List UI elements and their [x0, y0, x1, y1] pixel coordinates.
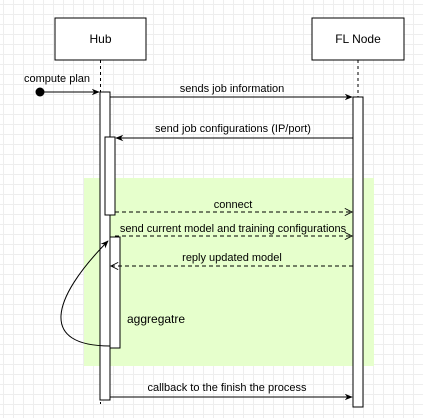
message-callback-label: callback to the finish the process [148, 382, 307, 394]
participant-hub[interactable]: Hub [54, 17, 147, 61]
highlight-region [84, 178, 374, 366]
aggregate-self-loop[interactable]: aggregatre [60, 240, 185, 347]
participant-fl-node[interactable]: FL Node [311, 17, 405, 61]
participant-fl-node-label: FL Node [335, 32, 381, 46]
message-send-model[interactable]: send current model and training configur… [115, 223, 352, 236]
message-reply-model-label: reply updated model [182, 252, 282, 264]
message-compute-plan[interactable]: compute plan [24, 73, 100, 97]
message-compute-plan-label: compute plan [24, 73, 90, 85]
participant-hub-label: Hub [89, 32, 111, 46]
message-send-job-configurations-label: send job configurations (IP/port) [155, 123, 311, 135]
fl-node-activation [352, 96, 364, 408]
message-send-job-configurations[interactable]: send job configurations (IP/port) [115, 123, 353, 142]
message-send-model-label: send current model and training configur… [120, 223, 347, 235]
message-connect[interactable]: connect [115, 199, 352, 212]
message-callback[interactable]: callback to the finish the process [110, 382, 353, 401]
aggregate-label: aggregatre [127, 312, 185, 326]
message-reply-model[interactable]: reply updated model [111, 252, 353, 266]
hub-config-activation [104, 136, 116, 216]
message-connect-label: connect [214, 199, 253, 211]
message-sends-job-information-label: sends job information [180, 83, 285, 95]
hub-aggregate-activation [109, 236, 121, 349]
message-sends-job-information[interactable]: sends job information [110, 83, 353, 101]
